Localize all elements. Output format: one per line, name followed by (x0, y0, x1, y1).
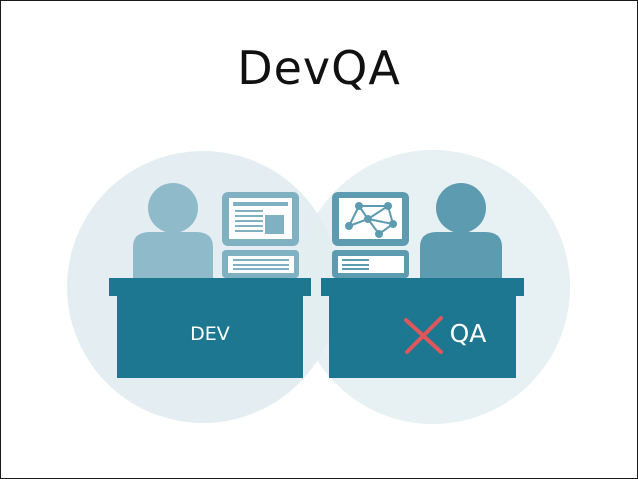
dev-monitor-icon (222, 192, 299, 246)
qa-monitor-icon (332, 192, 409, 246)
dev-computer-base-icon (222, 250, 299, 278)
qa-computer-base-icon (332, 250, 409, 278)
qa-desk: OPS QA (321, 278, 524, 378)
dev-person-icon (133, 183, 213, 278)
slide-title: DevQA (237, 41, 401, 95)
qa-desk-label: QA (450, 319, 487, 348)
dev-desk-label: DEV (190, 323, 230, 345)
dev-desk: DEV (109, 278, 311, 378)
cross-out-icon (404, 316, 443, 354)
qa-person-icon (420, 183, 502, 278)
